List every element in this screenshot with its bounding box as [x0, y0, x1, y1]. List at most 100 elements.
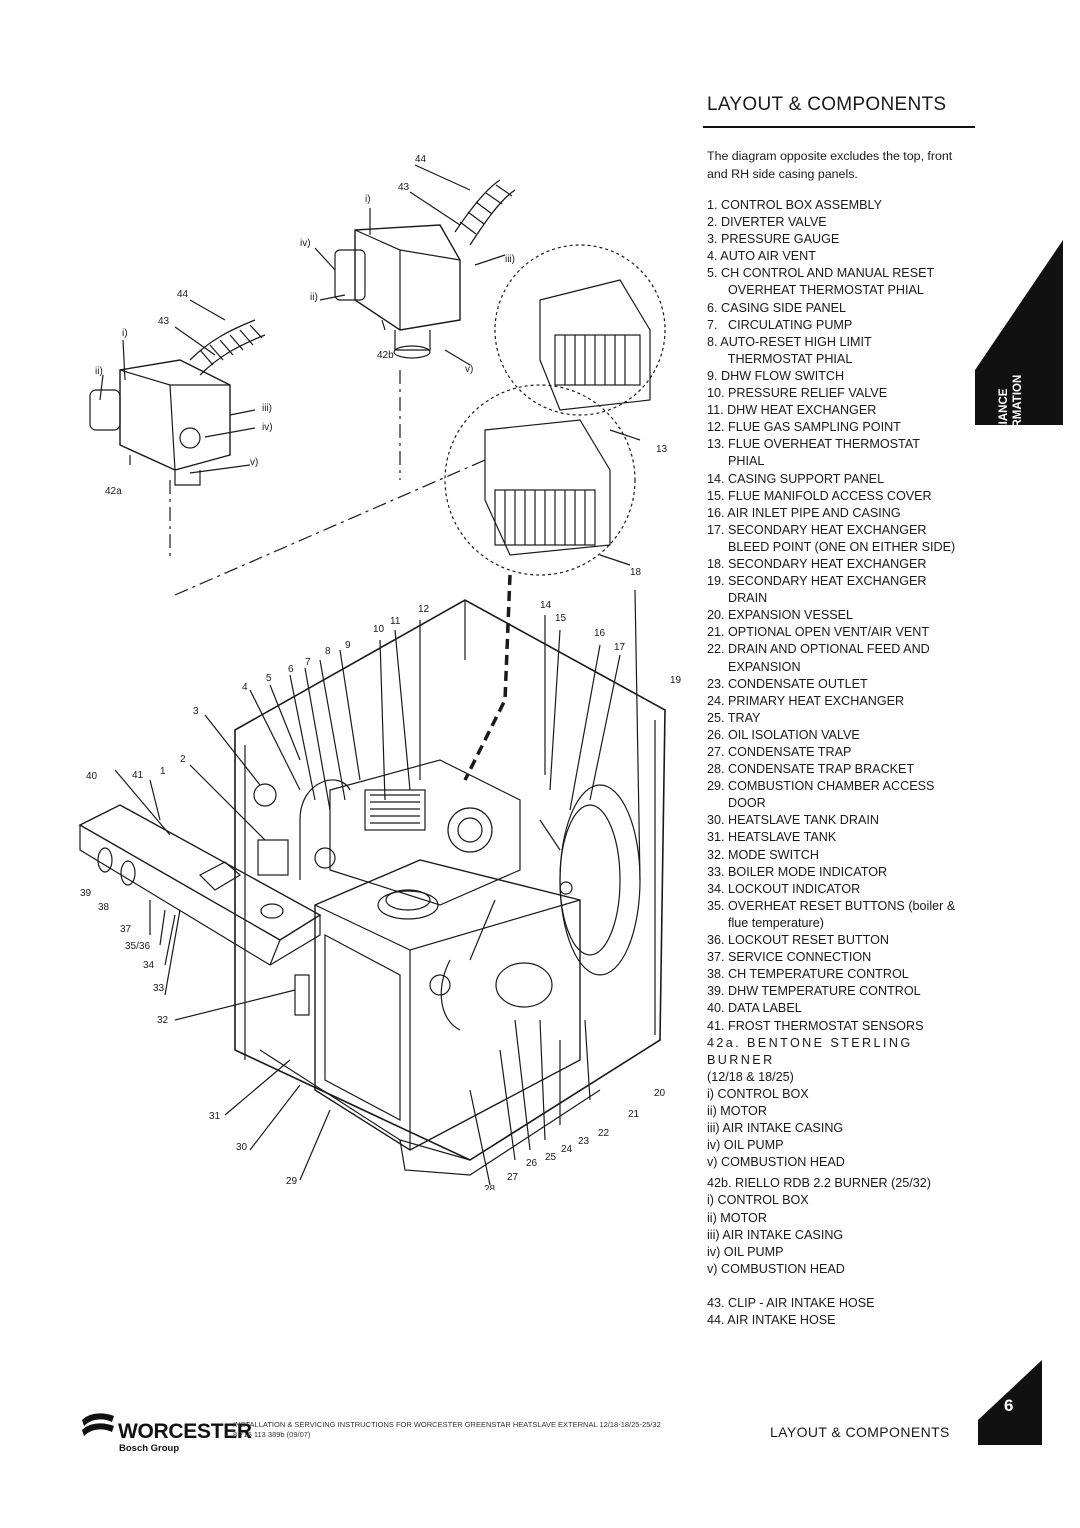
- list-item: DRAIN: [707, 591, 768, 606]
- callout-30: 30: [236, 1142, 248, 1153]
- list-item: 21. OPTIONAL OPEN VENT/AIR VENT: [707, 625, 930, 640]
- callout-v-a: v): [250, 457, 258, 468]
- diagram-labels: 1 2 3 4 5 6 7 8 9 10 11 12 13 14 15 16 1…: [80, 154, 682, 1190]
- list-item: 28. CONDENSATE TRAP BRACKET: [707, 762, 915, 777]
- brand-subtitle: Bosch Group: [119, 1443, 180, 1454]
- section-tab-label: APPLIANCE INFORMATION: [998, 375, 1024, 430]
- list-item: 12. FLUE GAS SAMPLING POINT: [707, 420, 901, 435]
- callout-4: 4: [242, 682, 248, 693]
- list-item: 10. PRESSURE RELIEF VALVE: [707, 386, 888, 401]
- tab-label-line1: APPLIANCE: [998, 388, 1010, 430]
- list-item: 19. SECONDARY HEAT EXCHANGER: [707, 574, 927, 589]
- list-item: 2. DIVERTER VALVE: [707, 215, 827, 230]
- callout-9: 9: [345, 640, 351, 651]
- callout-6: 6: [288, 664, 294, 675]
- list-item: i) CONTROL BOX: [707, 1086, 809, 1101]
- callout-3: 3: [193, 706, 199, 717]
- list-item: ii) MOTOR: [707, 1103, 767, 1118]
- list-item: 37. SERVICE CONNECTION: [707, 950, 872, 965]
- callout-8: 8: [325, 646, 331, 657]
- callout-10: 10: [373, 624, 385, 635]
- footer-document-info: INSTALLATION & SERVICING INSTRUCTIONS FO…: [233, 1420, 661, 1440]
- callout-39: 39: [80, 888, 92, 899]
- list-item: v) COMBUSTION HEAD: [707, 1155, 845, 1170]
- list-item: 4. AUTO AIR VENT: [707, 249, 816, 264]
- callout-16: 16: [594, 628, 606, 639]
- callout-iii-b: iii): [505, 254, 515, 265]
- callout-ii-b: ii): [310, 292, 318, 303]
- list-item: 6. CASING SIDE PANEL: [707, 300, 847, 315]
- list-item: ii) MOTOR: [707, 1210, 767, 1225]
- list-item: 39. DHW TEMPERATURE CONTROL: [707, 984, 921, 999]
- intro-text: The diagram opposite excludes the top, f…: [707, 149, 953, 181]
- list-item: 22. DRAIN AND OPTIONAL FEED AND: [707, 642, 930, 657]
- list-item: 35. OVERHEAT RESET BUTTONS (boiler &: [707, 898, 956, 913]
- callout-i-b: i): [365, 194, 371, 205]
- list-item: 17. SECONDARY HEAT EXCHANGER: [707, 522, 927, 537]
- list-item: 41. FROST THERMOSTAT SENSORS: [707, 1018, 924, 1033]
- list-item: EXPANSION: [707, 659, 801, 674]
- callout-iv-a: iv): [262, 422, 273, 433]
- list-item: 11. DHW HEAT EXCHANGER: [707, 403, 877, 418]
- callout-35-36: 35/36: [125, 941, 150, 952]
- callout-21: 21: [628, 1109, 640, 1120]
- list-item: 44. AIR INTAKE HOSE: [707, 1313, 836, 1327]
- list-item: 40. DATA LABEL: [707, 1001, 802, 1016]
- callout-43a: 43: [158, 316, 170, 327]
- list-item: 16. AIR INLET PIPE AND CASING: [707, 505, 901, 520]
- list-item: 30. HEATSLAVE TANK DRAIN: [707, 813, 879, 828]
- component-list: 1. CONTROL BOX ASSEMBLY 2. DIVERTER VALV…: [707, 197, 969, 1329]
- callout-19: 19: [670, 675, 682, 686]
- list-item: flue temperature): [707, 915, 824, 930]
- list-item: i) CONTROL BOX: [707, 1193, 809, 1208]
- callout-38: 38: [98, 902, 110, 913]
- footer-doc-code: 8 716 113 389b (09/07): [233, 1430, 311, 1439]
- list-item: iii) AIR INTAKE CASING: [707, 1227, 844, 1242]
- list-item: DOOR: [707, 796, 766, 811]
- list-item: PHIAL: [707, 454, 765, 469]
- callout-18: 18: [630, 567, 642, 578]
- list-item: 32. MODE SWITCH: [707, 847, 819, 862]
- list-item: 38. CH TEMPERATURE CONTROL: [707, 967, 909, 982]
- callout-44a: 44: [177, 289, 189, 300]
- burner-a-models: (12/18 & 18/25): [707, 1069, 794, 1084]
- callout-12: 12: [418, 604, 430, 615]
- callout-1: 1: [160, 766, 166, 777]
- section-tab: [975, 240, 1063, 425]
- callout-13: 13: [656, 444, 668, 455]
- list-item: 3. PRESSURE GAUGE: [707, 232, 840, 247]
- list-item: 26. OIL ISOLATION VALVE: [707, 727, 860, 742]
- callout-26: 26: [526, 1158, 538, 1169]
- callout-17: 17: [614, 642, 626, 653]
- callout-42a: 42a: [105, 486, 122, 497]
- list-item: 33. BOILER MODE INDICATOR: [707, 864, 888, 879]
- burner-a-heading: 42a. BENTONE STERLING BURNER: [707, 1035, 913, 1067]
- list-item: v) COMBUSTION HEAD: [707, 1261, 845, 1276]
- callout-41: 41: [132, 770, 144, 781]
- page-number-tab: [978, 1360, 1042, 1445]
- list-item: 36. LOCKOUT RESET BUTTON: [707, 933, 889, 948]
- callout-29: 29: [286, 1176, 298, 1187]
- list-item: 29. COMBUSTION CHAMBER ACCESS: [707, 779, 935, 794]
- callout-2: 2: [180, 754, 186, 765]
- callout-5: 5: [266, 673, 272, 684]
- list-item: THERMOSTAT PHIAL: [707, 351, 853, 366]
- list-item: 20. EXPANSION VESSEL: [707, 608, 854, 623]
- callout-25: 25: [545, 1152, 557, 1163]
- list-item: 31. HEATSLAVE TANK: [707, 830, 837, 845]
- callout-i-a: i): [122, 328, 128, 339]
- callout-ii-a: ii): [95, 366, 103, 377]
- callout-23: 23: [578, 1136, 590, 1147]
- burner-b-heading: 42b. RIELLO RDB 2.2 BURNER (25/32): [707, 1176, 931, 1191]
- list-item: 25. TRAY: [707, 710, 761, 725]
- callout-34: 34: [143, 960, 155, 971]
- callout-20: 20: [654, 1088, 666, 1099]
- list-item: iii) AIR INTAKE CASING: [707, 1121, 844, 1136]
- callout-42b: 42b: [377, 350, 394, 361]
- tab-label-line2: INFORMATION: [1012, 375, 1024, 430]
- list-item: 34. LOCKOUT INDICATOR: [707, 881, 861, 896]
- boiler-exploded-diagram: 1 2 3 4 5 6 7 8 9 10 11 12 13 14 15 16 1…: [78, 154, 682, 1190]
- callout-15: 15: [555, 613, 567, 624]
- callout-22: 22: [598, 1128, 610, 1139]
- callout-iii-a: iii): [262, 403, 272, 414]
